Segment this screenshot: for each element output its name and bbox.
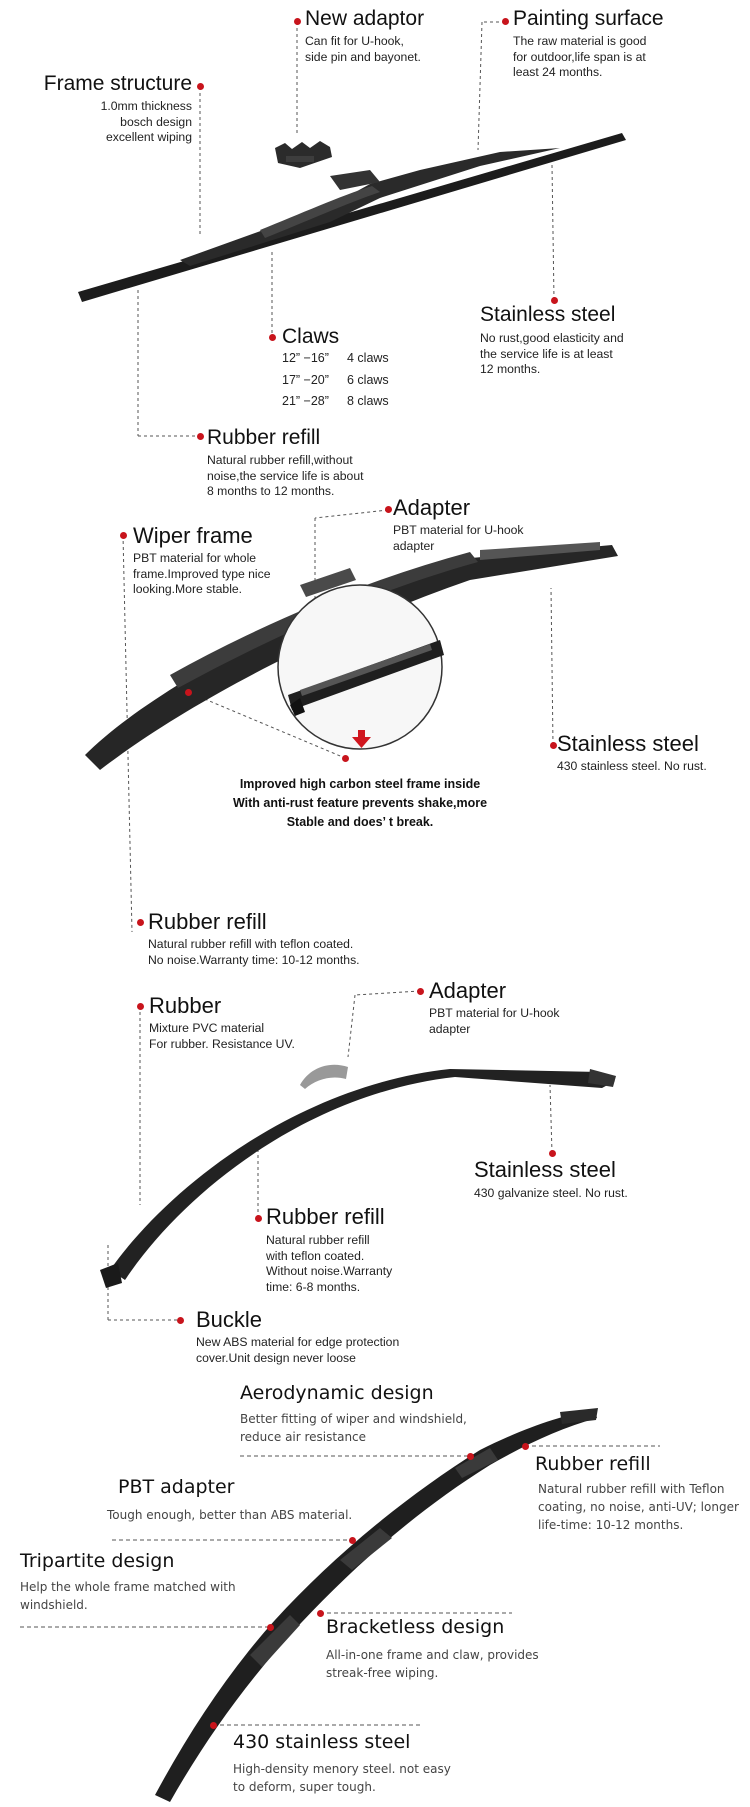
new-adaptor-dot — [293, 17, 301, 25]
painting-surface-dot — [501, 17, 509, 25]
stainless-steel-desc: 430 galvanize steel. No rust. — [474, 1186, 628, 1200]
stainless-steel-dot — [550, 296, 558, 304]
pbt-adapter-desc: Tough enough, better than ABS material. — [107, 1508, 353, 1522]
aerodynamic-desc: Better fitting of wiper and windshield, … — [240, 1412, 467, 1444]
rubber-refill-desc: Natural rubber refill,without noise,the … — [207, 453, 364, 498]
hybrid-wiper-blade — [85, 542, 618, 770]
tripartite-desc: Help the whole frame matched with windsh… — [20, 1580, 236, 1612]
wiper-frame-title: Wiper frame — [133, 523, 253, 548]
stainless-430-desc: High-density menory steel. not easy to d… — [233, 1762, 451, 1794]
rubber-refill-title: Rubber refill — [535, 1453, 651, 1475]
stainless-steel-dot — [549, 741, 557, 749]
pbt-adapter-title: PBT adapter — [118, 1476, 235, 1498]
claws-row: 12” −16” 4 claws — [282, 348, 389, 370]
wiper-frame-desc: PBT material for whole frame.Improved ty… — [133, 551, 271, 596]
claws-title: Claws — [282, 325, 340, 348]
hybrid-frame-dot — [184, 688, 192, 696]
section-frame-wiper: New adaptor Can fit for U-hook, side pin… — [0, 0, 750, 498]
rubber-refill-desc: Natural rubber refill with teflon coated… — [266, 1233, 393, 1294]
rubber-refill-dot — [521, 1442, 529, 1450]
frame-wiper-illustration — [78, 21, 626, 437]
stainless-430-dot — [209, 1721, 217, 1729]
tripartite-title: Tripartite design — [20, 1550, 175, 1572]
adaptor-part — [275, 141, 332, 168]
buckle-title: Buckle — [196, 1307, 263, 1332]
adapter-title: Adapter — [429, 978, 507, 1003]
adapter-dot — [384, 505, 392, 513]
frame-wiper-blade — [78, 133, 626, 302]
painting-surface-desc: The raw material is good for outdoor,lif… — [513, 34, 647, 79]
rubber-refill-desc: Natural rubber refill with teflon coated… — [148, 937, 360, 967]
claws-count: 8 claws — [347, 394, 389, 408]
claws-size: 21” −28” — [282, 394, 329, 408]
frame-structure-desc: 1.0mm thickness bosch design excellent w… — [100, 99, 192, 144]
tripartite-wiper-blade — [155, 1408, 598, 1802]
rubber-refill-title: Rubber refill — [266, 1204, 385, 1229]
frame-structure-title: Frame structure — [43, 72, 192, 95]
adapter-desc: PBT material for U-hook adapter — [393, 523, 524, 553]
rubber-refill-title: Rubber refill — [148, 909, 267, 934]
claws-size: 12” −16” — [282, 351, 329, 365]
stainless-steel-title: Stainless steel — [474, 1157, 616, 1182]
new-adaptor-desc: Can fit for U-hook, side pin and bayonet… — [305, 34, 421, 64]
rubber-refill-dot — [196, 432, 204, 440]
tripartite-dot — [266, 1623, 274, 1631]
adapter-dot — [416, 987, 424, 995]
rubber-refill-title: Rubber refill — [207, 426, 321, 449]
claws-row: 21” −28” 8 claws — [282, 391, 389, 413]
claws-count: 4 claws — [347, 351, 389, 365]
claws-count: 6 claws — [347, 372, 389, 387]
stainless-430-title: 430 stainless steel — [233, 1731, 411, 1753]
rubber-title: Rubber — [149, 993, 222, 1018]
flat-wiper-illustration — [100, 990, 616, 1321]
rubber-refill-dot — [254, 1214, 262, 1222]
down-arrow — [352, 730, 371, 748]
pbt-adapter-dot — [348, 1536, 356, 1544]
buckle-dot — [176, 1316, 184, 1324]
section-tripartite-wiper: Aerodynamic design Better fitting of wip… — [0, 1370, 750, 1807]
bracketless-title: Bracketless design — [326, 1616, 505, 1638]
stainless-steel-title: Stainless steel — [557, 731, 699, 756]
aerodynamic-dot — [466, 1452, 474, 1460]
wiper-frame-dot — [119, 531, 127, 539]
adapter-title: Adapter — [393, 495, 471, 520]
stainless-steel-desc: No rust,good elasticity and the service … — [480, 331, 624, 376]
hybrid-wiper-illustration — [85, 509, 618, 933]
rubber-desc: Mixture PVC material For rubber. Resista… — [149, 1021, 295, 1051]
painting-surface-title: Painting surface — [513, 7, 664, 30]
section-flat-wiper: Rubber Mixture PVC material For rubber. … — [0, 975, 750, 1370]
claws-dot — [268, 333, 276, 341]
bracketless-desc: All-in-one frame and claw, provides stre… — [326, 1648, 539, 1680]
bracketless-dot — [316, 1609, 324, 1617]
claws-size: 17” −20” — [282, 372, 329, 387]
rubber-refill-dot — [136, 918, 144, 926]
section-hybrid-wiper: Adapter PBT material for U-hook adapter … — [0, 490, 750, 975]
hybrid-zoom-dot — [341, 754, 349, 762]
frame-structure-dot — [196, 82, 204, 90]
buckle-desc: New ABS material for edge protection cov… — [196, 1335, 400, 1365]
flat-wiper-blade — [100, 1064, 616, 1288]
aerodynamic-title: Aerodynamic design — [240, 1382, 434, 1404]
claws-row: 17” −20” 6 claws — [282, 370, 389, 392]
tripartite-wiper-illustration — [20, 1408, 660, 1802]
zoom-circle — [277, 584, 444, 750]
claws-table: 12” −16” 4 claws 17” −20” 6 claws 21” −28”… — [282, 348, 389, 413]
steel-frame-note: Improved high carbon steel frame inside … — [232, 777, 488, 829]
rubber-refill-desc: Natural rubber refill with Teflon coatin… — [538, 1482, 739, 1532]
rubber-dot — [136, 1002, 144, 1010]
new-adaptor-title: New adaptor — [305, 7, 425, 30]
stainless-steel-title: Stainless steel — [480, 303, 616, 326]
stainless-steel-dot — [548, 1149, 556, 1157]
adapter-desc: PBT material for U-hook adapter — [429, 1006, 560, 1036]
stainless-steel-desc: 430 stainless steel. No rust. — [557, 759, 707, 773]
